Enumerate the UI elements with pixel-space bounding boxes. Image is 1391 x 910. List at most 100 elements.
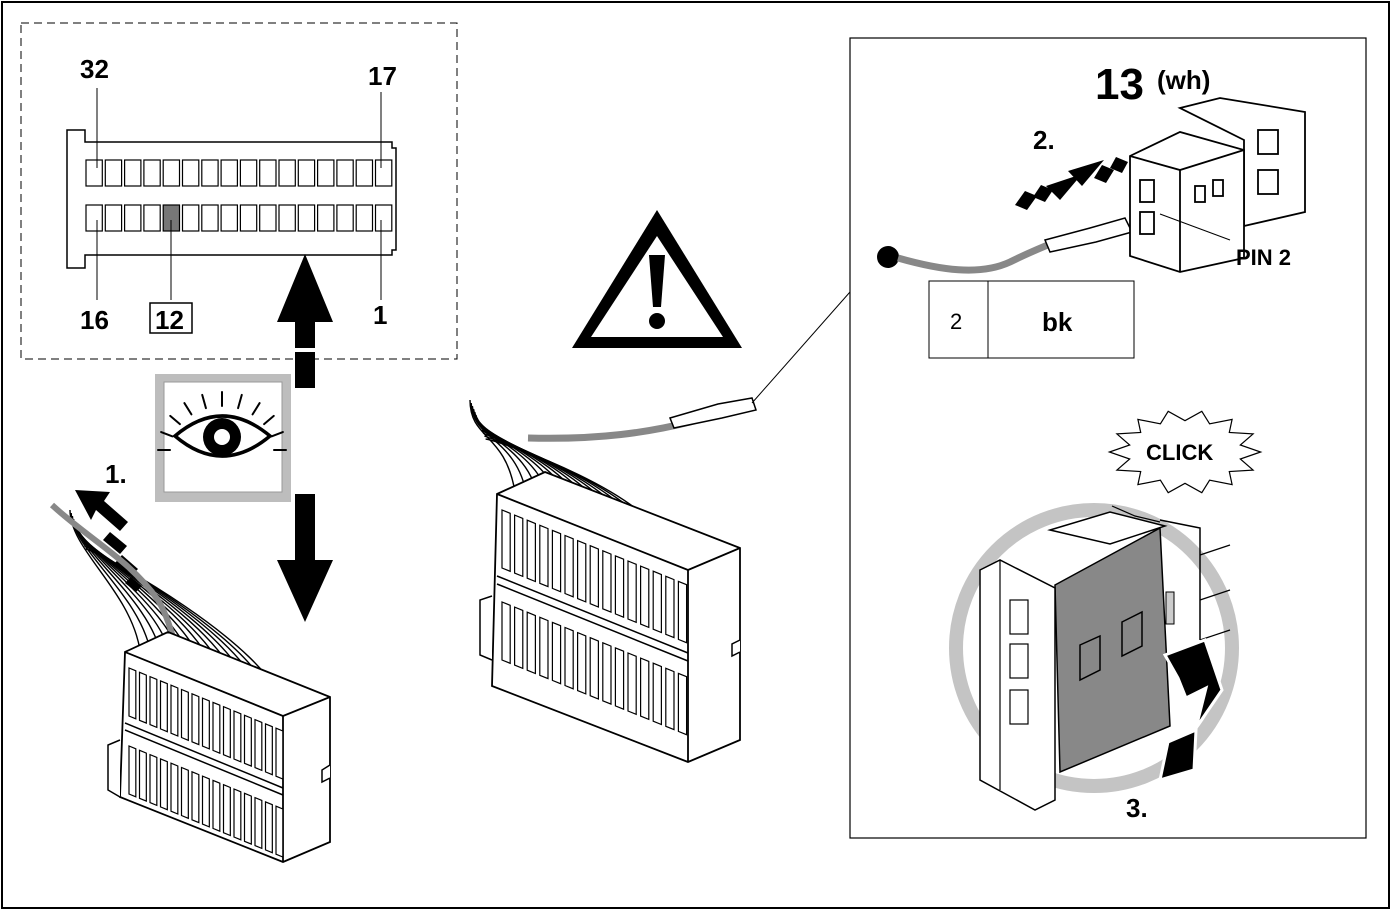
double-arrow-icon [277,254,333,622]
cavity-cell [212,701,221,755]
pin-cell [239,204,258,232]
eyelash [251,402,261,416]
pin-cell [123,159,142,187]
pin-label-12: 12 [155,305,184,335]
pin-cell [297,159,316,187]
cavity-cell [577,631,587,695]
cavity-cell [275,805,284,858]
pin-grid [85,159,393,232]
cavity-cell [233,710,242,763]
click-label: CLICK [1146,440,1213,465]
cavity-cell [539,616,549,680]
cavity-cell [614,647,625,711]
cavity-cell [677,580,688,644]
pin-cell [85,204,103,232]
cavity-cell [128,667,137,720]
pin-cell [278,204,296,232]
table-color-value: bk [1042,307,1073,337]
cavity-cell [652,570,662,634]
pin-cell [336,159,354,187]
cavity-cell [191,770,200,824]
cavity-cell [677,672,688,736]
cavity-cell [614,555,625,619]
cavity-housing [1129,97,1306,273]
cavity-cell [149,753,158,807]
pin-label-17: 17 [368,61,397,91]
cavity-cell [233,788,242,841]
pin-cell [143,159,161,187]
eyelash [160,431,174,438]
pin-label-32: 32 [80,54,109,84]
wire [469,399,516,493]
step-2-label: 2. [1033,125,1055,155]
cavity-cell [526,519,536,583]
eyelash [263,414,275,426]
cavity-cell [602,641,612,706]
eyelash [169,414,181,426]
cavity-cell [514,606,524,670]
pin-cell [123,204,142,232]
insert-arrow-icon [1015,157,1128,210]
cavity-cell [159,758,168,811]
cavity-cell [551,529,562,593]
cavity-cell [212,779,221,833]
pin-cell [259,159,277,187]
pin-cell [374,159,393,187]
step-1-label: 1. [105,459,127,489]
cavity-cell [526,611,536,675]
pin-number-13: 13 [1095,60,1144,109]
cavity-cell [222,783,231,837]
magnified-locking-detail [949,503,1239,811]
cavity-cell [640,565,650,629]
cavity-cell [589,544,599,608]
step-3-label: 3. [1126,793,1148,823]
pin-cell [317,204,335,232]
cavity-cell [243,792,252,845]
connector-harness-left [49,502,331,863]
cavity-cell [170,762,179,815]
pin-cell [336,204,354,232]
cavity-cell [602,549,612,614]
cavity-cell [222,705,231,759]
pin-cell [297,204,316,232]
eyelash [183,402,193,416]
cavity-cell [264,801,273,854]
pin-cell [220,159,239,187]
click-burst: CLICK [1107,410,1263,494]
cavity-cell [665,575,675,639]
cavity-cell [128,745,137,798]
pin-2-label: PIN 2 [1236,245,1291,270]
eyelash [201,393,207,410]
pin-cell [181,159,200,187]
cavity-cell [180,766,189,820]
cavity-cell [501,509,511,573]
cavity-cell [264,723,273,776]
cavity-cell [564,626,574,690]
cavity-cell [159,680,168,733]
cavity-cell [589,636,599,700]
pin-cell [374,204,393,232]
cavity-cell [514,514,524,578]
eyelash [237,393,243,410]
pin-cell [143,204,161,232]
pin-cell [201,204,219,232]
eyelash [270,431,284,438]
cavity-cell [539,524,549,588]
cavity-cell [652,662,662,726]
highlighted-pin-box [149,302,193,334]
cavity-cell [254,796,263,850]
cavity-cell [149,675,158,729]
connector-harness-middle [469,257,881,763]
cavity-cell [640,657,650,721]
cavity-cell [627,652,637,716]
cavity-cell [501,601,511,665]
cavity-cell [551,621,562,685]
cavity-cell [180,688,189,742]
pin-cell [104,204,123,232]
cavity-cell [191,692,200,746]
pin-cell [259,204,277,232]
detail-panel: 13 (wh) 2. PIN 2 [849,37,1367,839]
cavity-cell [201,697,210,750]
cavity-cell [564,534,574,598]
